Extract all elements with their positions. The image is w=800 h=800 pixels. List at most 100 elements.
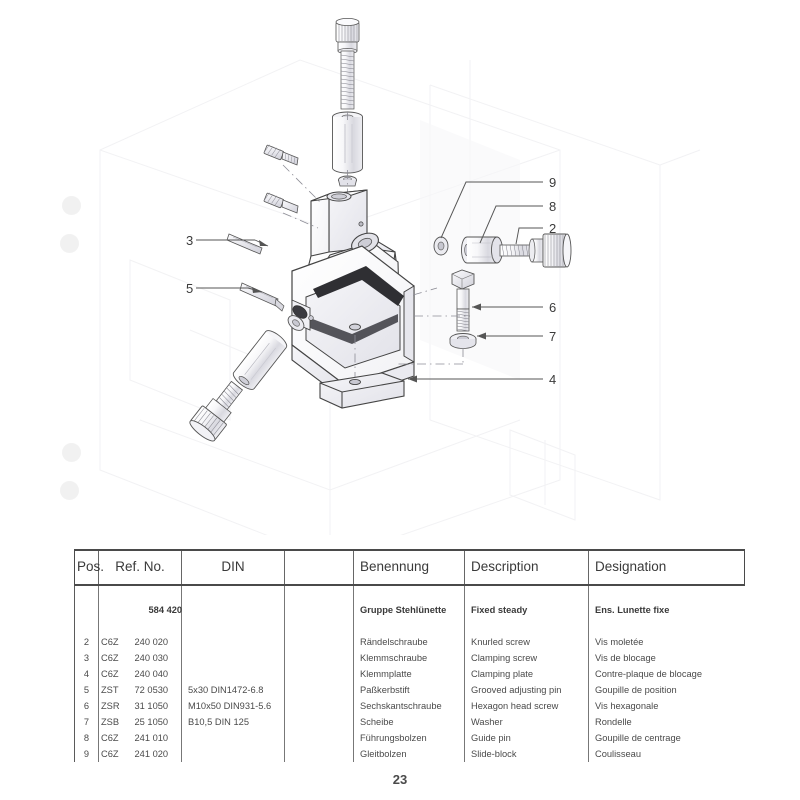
cell-description: Slide-block [464, 746, 589, 762]
cell-pos [74, 602, 99, 618]
cell-blank [284, 714, 354, 730]
part-main-steady-body [291, 189, 415, 402]
part-clamping-screw-middle [263, 192, 299, 214]
cell-pos: 5 [74, 682, 99, 698]
cell-ref-prefix: C6Z [98, 666, 129, 682]
cell-benennung: Sechskantschraube [353, 698, 465, 714]
exploded-parts-diagram: 3 5 9 8 2 6 7 4 [99, 17, 701, 535]
callout-label-5: 5 [186, 281, 194, 296]
cell-din [181, 746, 285, 762]
part-knurled-screw-right [499, 233, 572, 268]
cell-ref-no: 584 420 [148, 605, 183, 615]
column-header-pos: Pos. [74, 549, 104, 586]
cell-din [181, 634, 285, 650]
cell-designation: Goupille de position [588, 682, 745, 698]
spacer-cell [353, 585, 465, 602]
callout-label-2: 2 [549, 221, 557, 236]
cell-benennung: Gruppe Stehlünette [353, 602, 465, 618]
part-guide-pin-lower-left [189, 315, 305, 442]
part-washer-flat [449, 333, 477, 349]
cell-ref-no: 241 020 [134, 749, 169, 759]
cell-ref-prefix: C6Z [98, 746, 129, 762]
part-hexagon-head-screw [451, 269, 475, 332]
part-slide-block-cylinder-top [332, 111, 363, 174]
spacer-cell [98, 585, 182, 602]
spacer-cell [98, 618, 182, 634]
cell-description: Knurled screw [464, 634, 589, 650]
table-spacer-row [74, 618, 745, 634]
table-row[interactable]: 4 C6Z 240 040 Klemmplatte Clamping plate… [74, 666, 745, 682]
part-washer-right [433, 236, 449, 256]
cell-designation: Rondelle [588, 714, 745, 730]
spacer-cell [181, 585, 285, 602]
table-row[interactable]: 2 C6Z 240 020 Rändelschraube Knurled scr… [74, 634, 745, 650]
cell-designation: Goupille de centrage [588, 730, 745, 746]
parts-table-container: Pos. Ref. No. DIN Benennung Description … [74, 549, 745, 764]
scan-artifact-blob [60, 481, 79, 500]
cell-designation: Vis de blocage [588, 650, 745, 666]
cell-ref-prefix: C6Z [98, 730, 129, 746]
cell-benennung: Führungsbolzen [353, 730, 465, 746]
cell-description: Clamping screw [464, 650, 589, 666]
table-row[interactable]: 5 ZST 72 0530 5x30 DIN1472-6.8 Paßkerbst… [74, 682, 745, 698]
cell-designation: Vis moletée [588, 634, 745, 650]
cell-designation: Coulisseau [588, 746, 745, 762]
scan-artifact-blob [60, 234, 79, 253]
table-row[interactable]: 7 ZSB 25 1050 B10,5 DIN 125 Scheibe Wash… [74, 714, 745, 730]
cell-benennung: Paßkerbstift [353, 682, 465, 698]
cell-benennung: Klemmplatte [353, 666, 465, 682]
cell-description: Washer [464, 714, 589, 730]
cell-blank [284, 746, 354, 762]
part-clamping-screw-upper [263, 144, 299, 166]
cell-blank [284, 650, 354, 666]
parts-table: Pos. Ref. No. DIN Benennung Description … [74, 549, 745, 762]
table-row[interactable]: 6 ZSR 31 1050 M10x50 DIN931-5.6 Sechskan… [74, 698, 745, 714]
cell-ref-prefix: C6Z [98, 650, 129, 666]
cell-benennung: Klemmschraube [353, 650, 465, 666]
cell-ref-no: 241 010 [134, 733, 169, 743]
cell-din: M10x50 DIN931-5.6 [181, 698, 285, 714]
cell-din [181, 650, 285, 666]
cell-pos: 7 [74, 714, 99, 730]
cell-ref-prefix: C6Z [98, 634, 129, 650]
spacer-cell [74, 585, 99, 602]
cell-designation: Ens. Lunette fixe [588, 602, 745, 618]
cell-blank [284, 682, 354, 698]
callout-label-4: 4 [549, 372, 557, 387]
spacer-cell [284, 618, 354, 634]
cell-benennung: Scheibe [353, 714, 465, 730]
callout-label-6: 6 [549, 300, 557, 315]
table-row[interactable]: 8 C6Z 241 010 Führungsbolzen Guide pin G… [74, 730, 745, 746]
spacer-cell [588, 585, 745, 602]
spacer-cell [284, 585, 354, 602]
cell-description: Grooved adjusting pin [464, 682, 589, 698]
column-header-benennung: Benennung [353, 549, 465, 586]
cell-designation: Contre-plaque de blocage [588, 666, 745, 682]
cell-benennung: Gleitbolzen [353, 746, 465, 762]
cell-ref-no: 31 1050 [134, 701, 169, 711]
cell-blank [284, 634, 354, 650]
callout-label-9: 9 [549, 175, 557, 190]
callout-label-8: 8 [549, 199, 557, 214]
column-header-blank [284, 549, 354, 586]
scan-artifact-blob [62, 196, 81, 215]
table-row[interactable]: 3 C6Z 240 030 Klemmschraube Clamping scr… [74, 650, 745, 666]
cell-pos: 6 [74, 698, 99, 714]
cell-din [181, 730, 285, 746]
cell-description: Clamping plate [464, 666, 589, 682]
cell-ref-prefix [98, 602, 129, 618]
cell-ref-prefix: ZSB [98, 714, 129, 730]
diagram-canvas [99, 17, 701, 535]
spacer-cell [181, 618, 285, 634]
table-row[interactable]: 9 C6Z 241 020 Gleitbolzen Slide-block Co… [74, 746, 745, 762]
cell-description: Fixed steady [464, 602, 589, 618]
table-row-group-heading[interactable]: 584 420 Gruppe Stehlünette Fixed steady … [74, 602, 745, 618]
cell-ref-no: 240 030 [134, 653, 169, 663]
callout-label-7: 7 [549, 329, 557, 344]
cell-pos: 3 [74, 650, 99, 666]
column-header-description: Description [464, 549, 589, 586]
cell-pos: 9 [74, 746, 99, 762]
scan-artifact-blob [62, 443, 81, 462]
part-guide-pin-right [461, 236, 503, 264]
